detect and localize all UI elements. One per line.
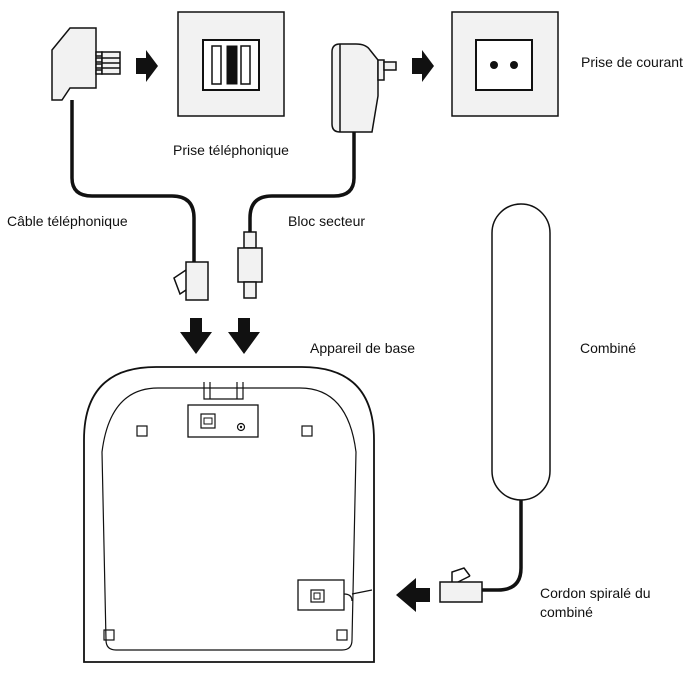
power-outlet-icon [451, 11, 559, 117]
rj9-connector-icon [439, 567, 483, 603]
label-power-outlet: Prise de courant [581, 54, 683, 70]
arrow-down-icon [228, 318, 260, 354]
base-unit-icon [83, 366, 375, 663]
label-power-adapter: Bloc secteur [288, 213, 365, 229]
phone-cable-line [70, 100, 196, 262]
handset-icon [491, 203, 551, 501]
rj11-connector-icon [173, 261, 209, 301]
label-phone-cable: Câble téléphonique [7, 213, 128, 229]
coiled-cord-line [482, 500, 523, 592]
arrow-right-icon [136, 50, 158, 82]
label-wall-jack: Prise téléphonique [173, 142, 289, 158]
label-coiled-cord-line2: combiné [540, 604, 593, 620]
label-handset: Combiné [580, 340, 636, 356]
label-coiled-cord-line1: Cordon spiralé du [540, 585, 651, 601]
label-base-unit: Appareil de base [310, 340, 415, 356]
arrow-down-icon [180, 318, 212, 354]
wall-jack-icon [177, 11, 285, 117]
adapter-cable-line [248, 132, 356, 232]
phone-plug-icon [51, 27, 121, 101]
dc-plug-icon [237, 231, 263, 299]
power-adapter-icon [331, 43, 397, 133]
arrow-left-icon [396, 578, 430, 612]
arrow-right-icon [412, 50, 434, 82]
